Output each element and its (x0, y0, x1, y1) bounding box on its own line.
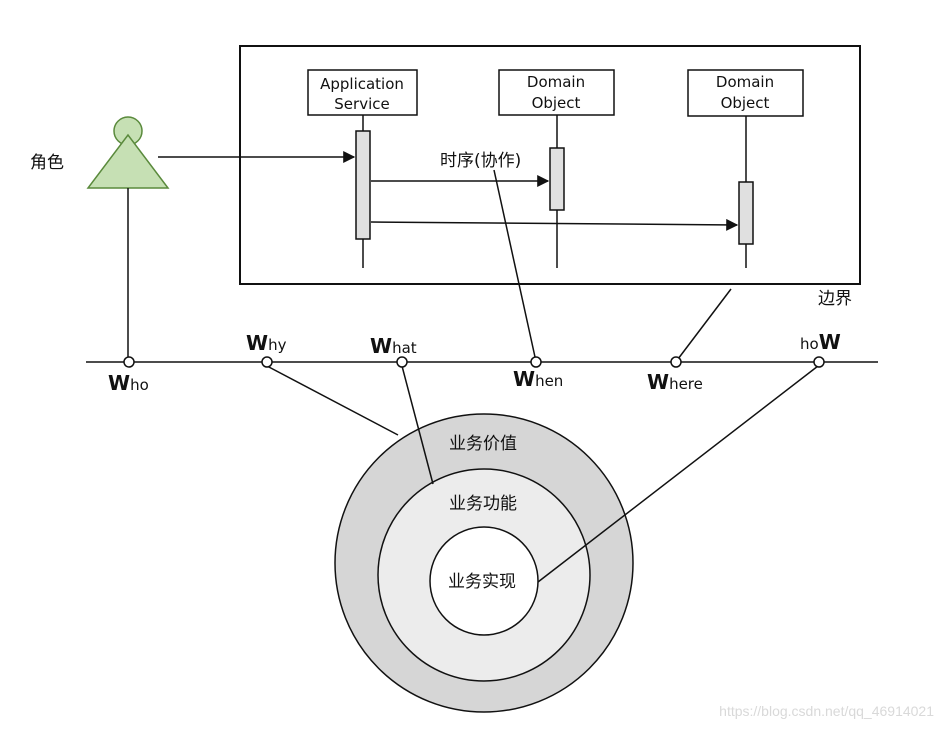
lifeline-label-line1: Domain (527, 73, 585, 91)
lifeline-label-line1: Application (320, 75, 404, 93)
axis-label-suffix: ho (130, 376, 149, 394)
sequence-label: 时序(协作) (440, 151, 521, 171)
axis-point-where (670, 356, 682, 368)
axis-label-cap: W (108, 371, 130, 395)
lifeline-domain-object-2: Domain Object (687, 69, 804, 268)
connector-when-sequence (493, 169, 536, 358)
axis-label-cap: W (513, 367, 535, 391)
boundary-box (239, 45, 861, 285)
ring-outer-label: 业务价值 (449, 434, 517, 454)
axis-label-when: When (513, 367, 563, 391)
activation-bar (549, 147, 565, 211)
lifeline-application-service: Application Service (307, 69, 418, 268)
lifeline-label-line2: Service (334, 95, 389, 113)
axis-label-suffix: hy (268, 336, 287, 354)
axis-label-suffix: hen (535, 372, 563, 390)
axis-point-what (396, 356, 408, 368)
axis-label-prefix: ho (800, 335, 819, 353)
lifeline-label-line2: Object (721, 94, 770, 112)
axis-point-how (813, 356, 825, 368)
actor-label: 角色 (30, 153, 64, 173)
message-arrow-service-to-object2 (370, 218, 739, 231)
ring-inner-label: 业务实现 (448, 572, 516, 592)
actor-icon (86, 116, 170, 189)
axis-label-suffix: hat (392, 339, 417, 357)
axis-label-who: Who (108, 371, 149, 395)
activation-bar (355, 130, 371, 240)
axis-label-suffix: here (669, 375, 703, 393)
axis-label-cap: W (246, 331, 268, 355)
ring-middle-label: 业务功能 (449, 494, 517, 514)
axis-label-cap: W (647, 370, 669, 394)
connector-what-middle (401, 365, 434, 485)
activation-bar (738, 181, 754, 245)
axis-label-where: Where (647, 370, 703, 394)
axis-label-what: What (370, 334, 417, 358)
axis-label-cap: W (370, 334, 392, 358)
axis-label-how: hoW (800, 330, 841, 354)
axis-point-when (530, 356, 542, 368)
lifeline-domain-object-1: Domain Object (498, 69, 615, 268)
watermark: https://blog.csdn.net/qq_46914021 (719, 703, 934, 719)
connector-how-inner (537, 365, 819, 583)
axis-point-why (261, 356, 273, 368)
connector-where-boundary (677, 288, 732, 360)
axis-label-why: Why (246, 331, 287, 355)
boundary-label: 边界 (818, 289, 852, 309)
axis-label-cap: W (819, 330, 841, 354)
ring-inner (429, 526, 539, 636)
connector-why-outer (266, 365, 399, 436)
axis-point-who (123, 356, 135, 368)
lifeline-label-line1: Domain (716, 73, 774, 91)
lifeline-label-line2: Object (532, 94, 581, 112)
